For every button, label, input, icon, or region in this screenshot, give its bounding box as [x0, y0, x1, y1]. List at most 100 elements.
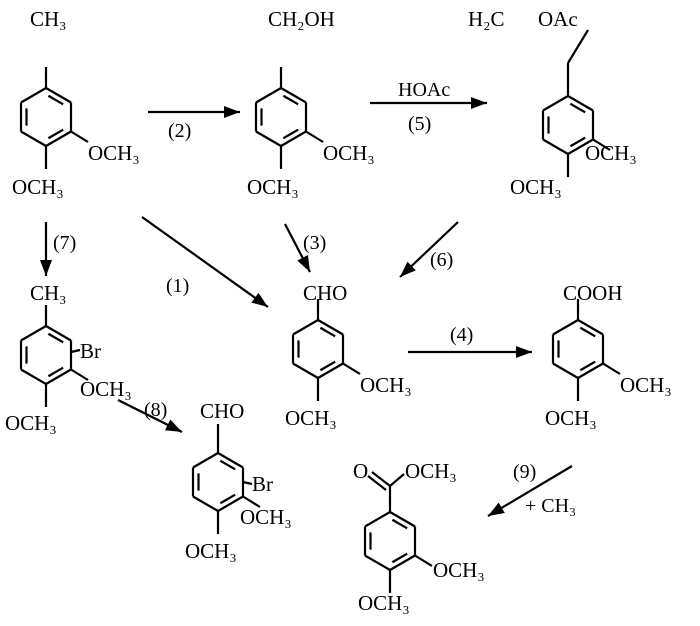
m4-meta-bond	[342, 362, 361, 375]
step-5-reagent: HOAc	[398, 79, 450, 101]
m5-meta-methoxy: OCH₃	[620, 373, 672, 397]
m1-double-bond	[47, 94, 64, 106]
m1-meta-bond	[70, 130, 89, 143]
m7-meta-methoxy: OCH₃	[240, 505, 292, 529]
arrow-step-2-head	[224, 106, 240, 118]
m5-ring-bond	[577, 319, 604, 336]
m7-para-methoxy: OCH₃	[185, 539, 237, 563]
m1-ring-bond	[45, 130, 72, 147]
m5-ring-bond	[552, 362, 579, 379]
m8-ring-bond	[389, 554, 416, 571]
m7-bromo: Br	[252, 472, 273, 496]
m8-ring-bond	[389, 511, 416, 528]
m2-meta-bond	[305, 130, 324, 143]
m7-aldehyde: CHO	[200, 399, 244, 423]
m2-double-bond	[282, 128, 299, 140]
m1-ring-bond	[20, 87, 47, 104]
m5-carboxyl: COOH	[563, 281, 623, 305]
m7-ring-bond	[192, 452, 219, 469]
m4-meta-methoxy: OCH₃	[360, 373, 412, 397]
m8-ester-methoxy: OCH₃	[405, 459, 457, 483]
m7-ring-bond	[217, 495, 244, 512]
m2-ring-bond	[255, 87, 282, 104]
m5-ring-bond	[577, 362, 604, 379]
m6-ring-bond	[20, 325, 47, 342]
m3-meta-bond	[592, 138, 611, 151]
step-6-label: (6)	[430, 249, 453, 271]
m4-ring-bond	[292, 319, 319, 336]
arrow-step-9-head	[488, 502, 505, 516]
arrow-step-9-shaft	[487, 465, 573, 517]
step-4-label: (4)	[450, 324, 473, 346]
m2-hydroxymethyl: CH₂OH	[268, 7, 335, 31]
m7-double-bond	[219, 459, 236, 471]
m8-para-methoxy: OCH₃	[358, 591, 410, 615]
m7-meta-bond	[242, 495, 261, 508]
m3-ch2-o-bond	[567, 29, 589, 64]
arrow-step-6-head	[400, 261, 416, 277]
arrow-step-3-head	[297, 255, 310, 272]
m4-ring-bond	[317, 362, 344, 379]
m6-bromo: Br	[80, 339, 101, 363]
m3-ring-bond	[542, 138, 569, 155]
m3-double-bond	[569, 136, 586, 148]
m8-carbonyl-oxygen: O	[353, 459, 368, 483]
step-3-label: (3)	[303, 232, 326, 254]
m1-ring-bond	[20, 130, 47, 147]
m6-ring-bond	[45, 325, 72, 342]
m6-para-methoxy: OCH₃	[5, 411, 57, 435]
m8-double-bond	[391, 552, 408, 564]
arrow-step-1-shaft	[141, 216, 269, 308]
m3-ring-bond	[567, 138, 594, 155]
m4-ring-bond	[292, 362, 319, 379]
arrow-step-7-head	[40, 260, 52, 276]
m4-aldehyde: CHO	[303, 281, 347, 305]
m6-ring-bond	[45, 368, 72, 385]
bond-lines	[19, 29, 621, 593]
step-5-label: (5)	[408, 113, 431, 135]
m7-ring-bond	[192, 495, 219, 512]
m8-co-double-1	[371, 471, 391, 487]
step-9-reagent: + CH₃	[525, 495, 576, 517]
m1-meta-methoxy: OCH₃	[88, 141, 140, 165]
m8-co-double-2	[367, 475, 387, 491]
arrow-step-4-head	[516, 346, 532, 358]
m6-meta-bond	[70, 368, 89, 381]
m3-methylene: H₂C	[468, 7, 505, 31]
m7-ring-bond	[217, 452, 244, 469]
m3-acetate: OAc	[538, 7, 578, 31]
arrow-step-8-head	[165, 419, 182, 432]
m6-double-bond	[47, 332, 64, 344]
m7-double-bond	[219, 493, 236, 505]
m5-para-methoxy: OCH₃	[545, 406, 597, 430]
m1-methyl: CH₃	[30, 7, 67, 31]
m5-ring-bond	[552, 319, 579, 336]
m6-methyl: CH₃	[30, 281, 67, 305]
arrow-step-5-head	[471, 97, 487, 109]
m5-meta-bond	[602, 362, 621, 375]
m4-double-bond	[319, 326, 336, 338]
m3-ring-bond	[567, 95, 594, 112]
m8-ring-bond	[364, 554, 391, 571]
m8-ring-bond	[364, 511, 391, 528]
m6-meta-methoxy: OCH₃	[80, 377, 132, 401]
m2-double-bond	[282, 94, 299, 106]
m1-ring-bond	[45, 87, 72, 104]
m4-para-methoxy: OCH₃	[285, 406, 337, 430]
arrow-step-1-head	[251, 292, 268, 307]
step-9-label: (9)	[513, 461, 536, 483]
m6-ring-bond	[20, 368, 47, 385]
m8-meta-bond	[414, 554, 433, 567]
reaction-arrows	[40, 97, 573, 517]
m5-double-bond	[579, 360, 596, 372]
m1-double-bond	[47, 128, 64, 140]
m8-c-o-bond	[389, 473, 405, 487]
m2-ring-bond	[280, 87, 307, 104]
m1-para-methoxy: OCH₃	[12, 175, 64, 199]
m5-double-bond	[579, 326, 596, 338]
m2-para-methoxy: OCH₃	[247, 175, 299, 199]
m2-meta-methoxy: OCH₃	[323, 141, 375, 165]
m2-ring-bond	[255, 130, 282, 147]
step-8-label: (8)	[144, 399, 167, 421]
